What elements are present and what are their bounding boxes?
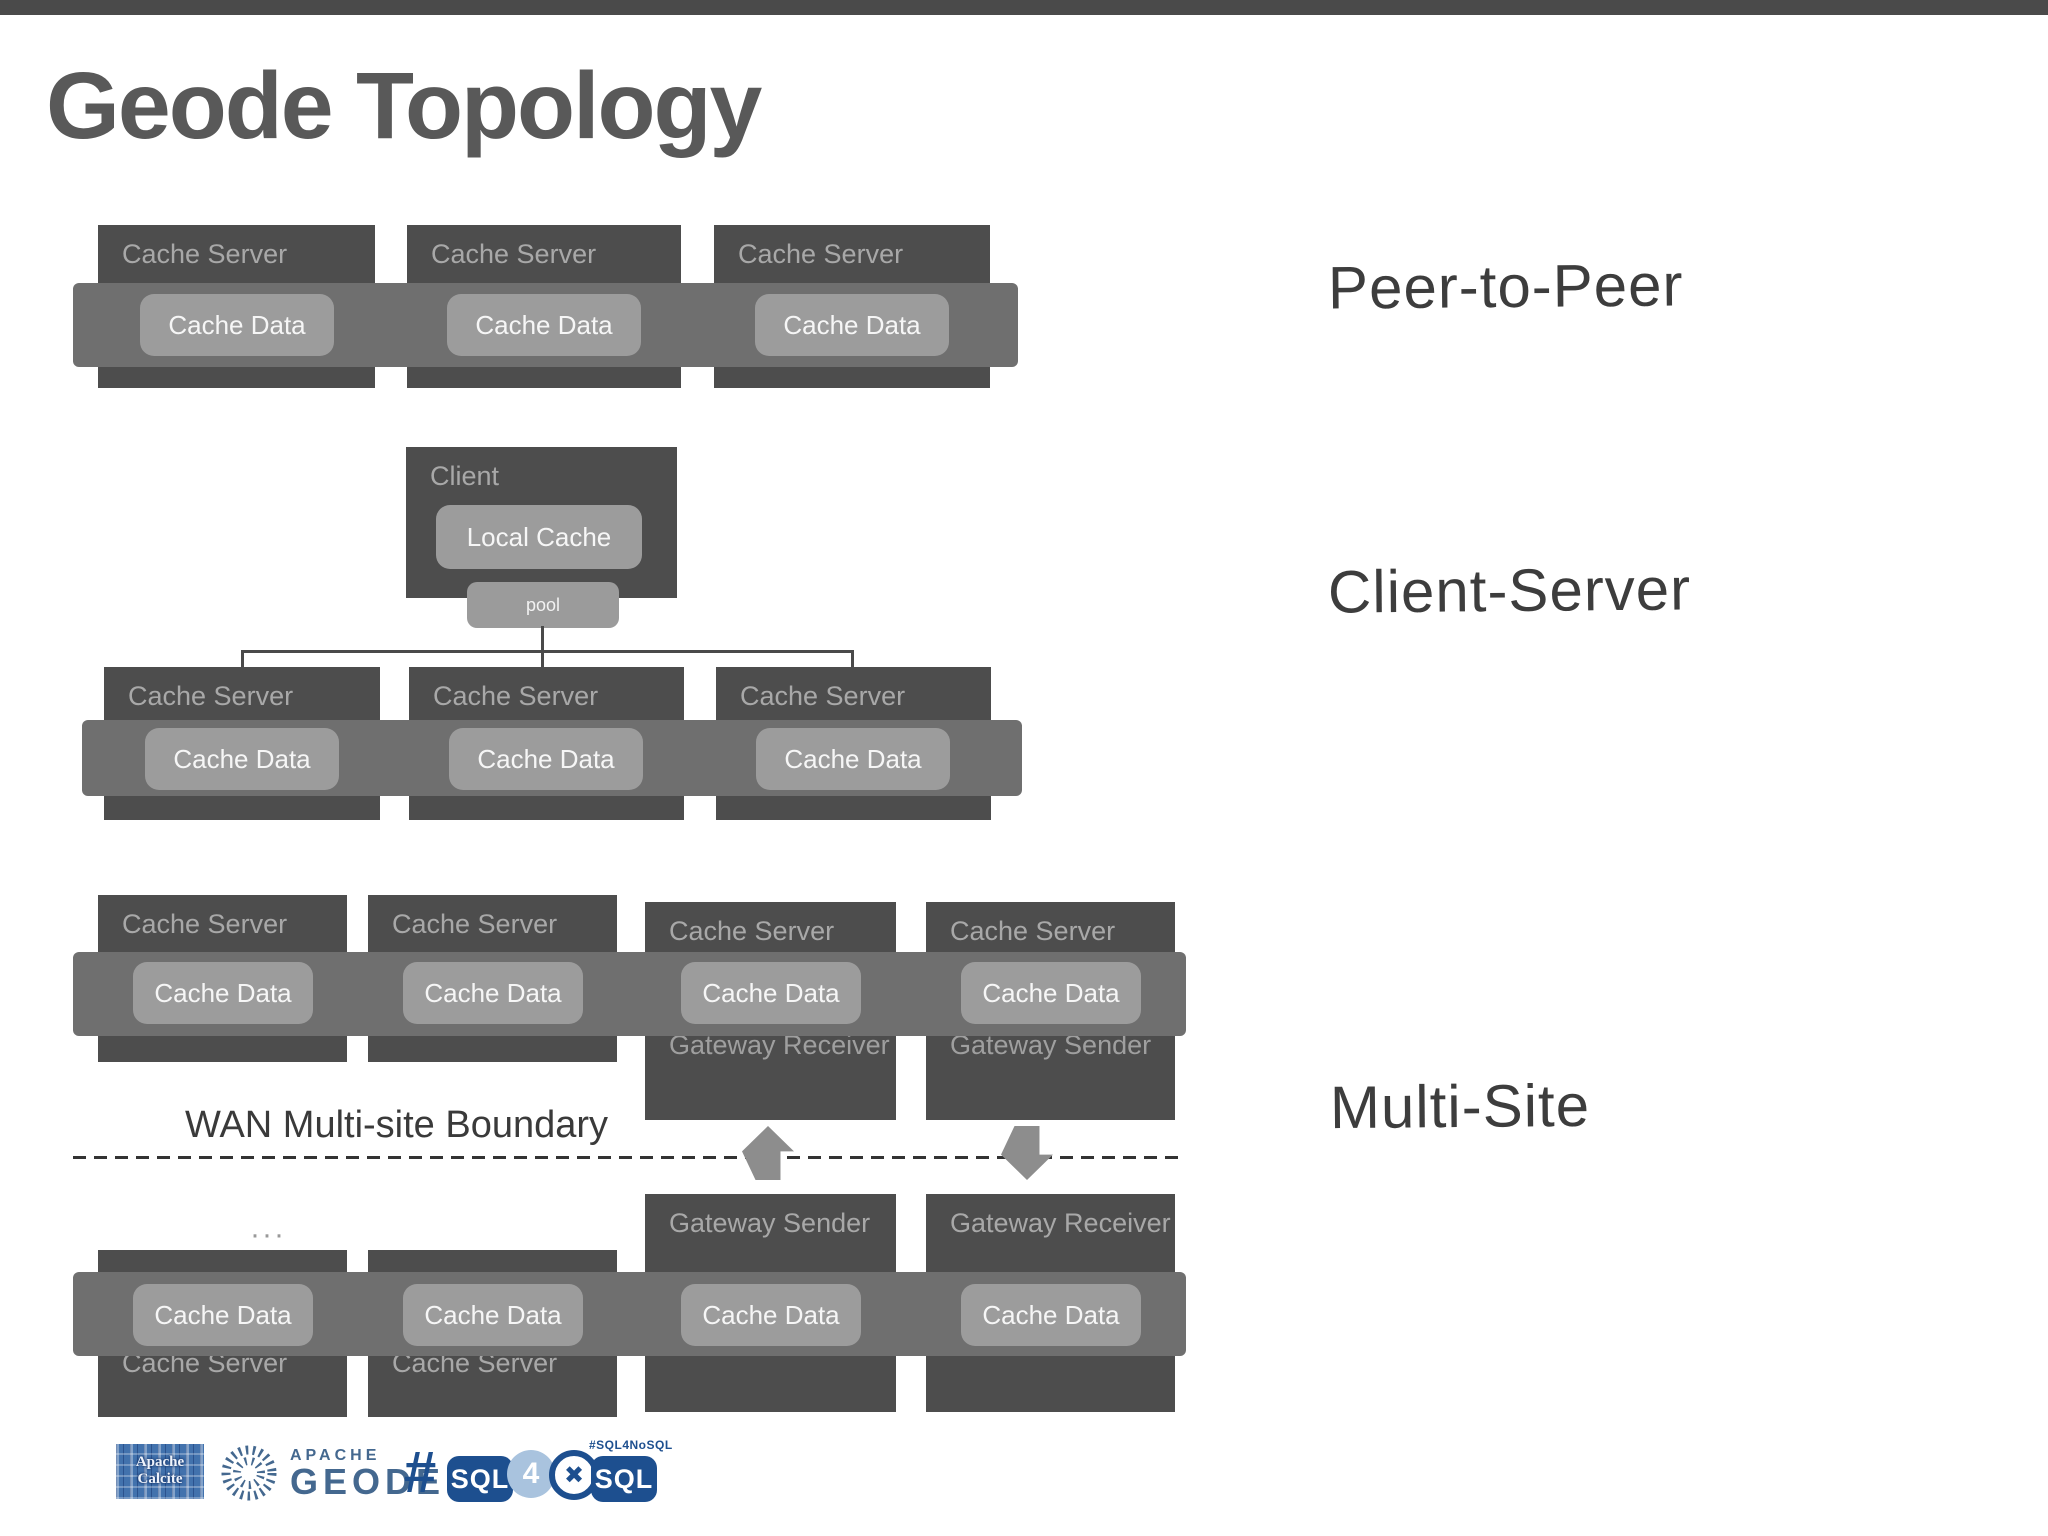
wan-boundary-label: WAN Multi-site Boundary [185, 1104, 609, 1146]
four-circle-badge: 4 [507, 1450, 555, 1498]
connector-line [541, 650, 544, 670]
cache-data-chip: Cache Data [140, 294, 334, 356]
hash-glyph: # [404, 1440, 437, 1505]
geode-starburst-icon [220, 1444, 278, 1502]
connector-line [241, 650, 244, 670]
gateway-sender-title: Gateway Sender [669, 1208, 871, 1238]
cache-server-title: Cache Server [392, 909, 558, 939]
cache-server-title: Cache Server [431, 239, 597, 269]
apache-calcite-logo: Apache Calcite [116, 1444, 204, 1499]
client-title: Client [430, 461, 500, 491]
page-title: Geode Topology [46, 53, 762, 159]
sql4sql-logo: # SQL 4 ✖ SQL #SQL4NoSQL [404, 1438, 672, 1505]
cache-data-chip: Cache Data [133, 962, 313, 1024]
cache-data-chip: Cache Data [756, 728, 950, 790]
pool-chip: pool [467, 582, 619, 628]
cache-server-title: Cache Server [122, 909, 288, 939]
cache-data-chip: Cache Data [755, 294, 949, 356]
cache-data-chip: Cache Data [447, 294, 641, 356]
cache-server-title: Cache Server [738, 239, 904, 269]
cache-data-chip: Cache Data [681, 1284, 861, 1346]
cache-data-chip: Cache Data [449, 728, 643, 790]
top-accent-bar [0, 0, 2048, 15]
geode-logo-apache-text: APACHE [290, 1447, 381, 1464]
calcite-logo-line1: Apache [135, 1454, 185, 1470]
cache-data-chip: Cache Data [961, 962, 1141, 1024]
connector-line [541, 626, 544, 652]
section-label-peer-to-peer: Peer-to-Peer [1327, 251, 1684, 322]
cache-server-title: Cache Server [950, 916, 1116, 946]
section-label-multi-site: Multi-Site [1329, 1071, 1591, 1142]
cache-server-title: Cache Server [740, 681, 906, 711]
section-label-client-server: Client-Server [1327, 555, 1692, 626]
sql-badge-left: SQL [447, 1456, 513, 1502]
cache-data-chip: Cache Data [403, 962, 583, 1024]
cache-server-title: Cache Server [433, 681, 599, 711]
gateway-receiver-title: Gateway Receiver [950, 1208, 1171, 1238]
cache-server-title: Cache Server [122, 239, 288, 269]
more-servers-ellipsis: ··· [250, 1218, 286, 1251]
local-cache-chip: Local Cache [436, 505, 642, 569]
sql4nosql-tagline: #SQL4NoSQL [589, 1438, 673, 1452]
cache-data-chip: Cache Data [145, 728, 339, 790]
calcite-logo-line2: Calcite [137, 1471, 183, 1487]
cache-data-chip: Cache Data [681, 962, 861, 1024]
apache-geode-logo: APACHE GEODE [290, 1447, 446, 1502]
cache-data-chip: Cache Data [961, 1284, 1141, 1346]
connector-line [851, 650, 854, 670]
geode-logo-geode-text: GEODE [290, 1461, 446, 1502]
arrow-up-icon [742, 1126, 794, 1180]
wan-dashed-line [73, 1156, 1186, 1159]
sql-badge-right: SQL [591, 1456, 657, 1502]
cache-server-title: Cache Server [669, 916, 835, 946]
cache-data-chip: Cache Data [403, 1284, 583, 1346]
connector-line [241, 650, 854, 653]
arrow-down-icon [1001, 1126, 1053, 1180]
cache-server-title: Cache Server [128, 681, 294, 711]
cache-data-chip: Cache Data [133, 1284, 313, 1346]
